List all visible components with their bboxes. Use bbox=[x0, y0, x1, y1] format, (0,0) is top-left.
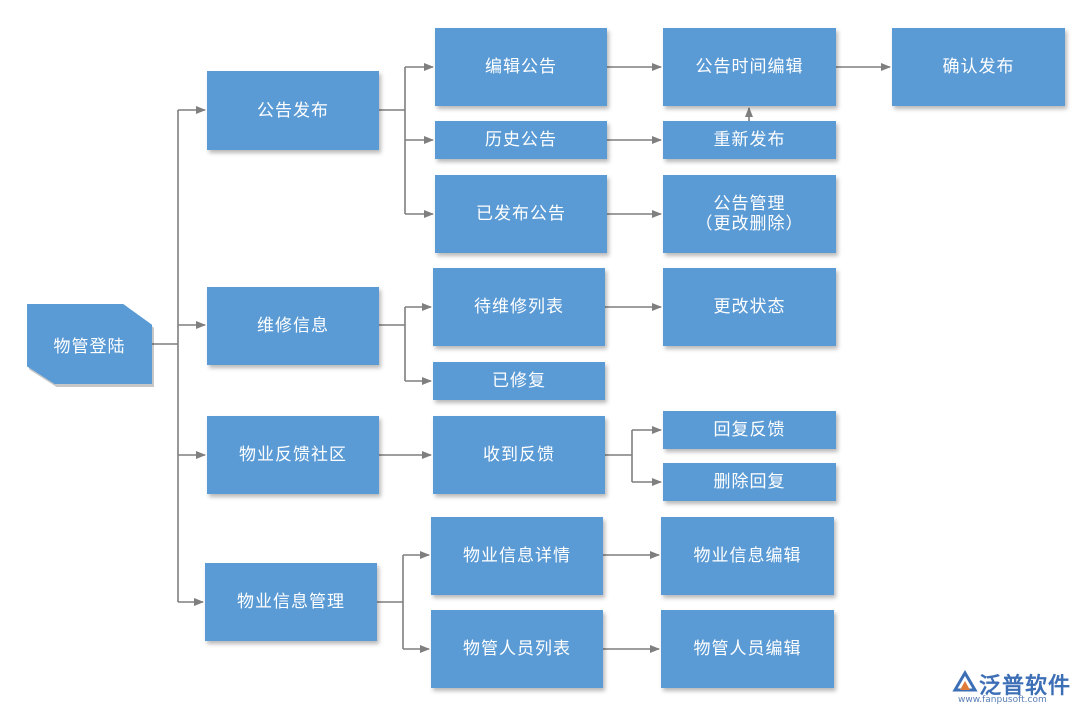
node-shanchu-huifu: 删除回复 bbox=[663, 463, 836, 501]
node-shijian-bianji: 公告时间编辑 bbox=[663, 28, 836, 106]
node-label: 物管人员编辑 bbox=[693, 639, 802, 659]
node-label: 物业信息详情 bbox=[463, 546, 571, 566]
logo-name: 泛普软件 bbox=[979, 674, 1072, 699]
node-label: 维修信息 bbox=[257, 316, 329, 336]
node-label-line1: 公告管理 bbox=[713, 194, 786, 214]
logo-url: www.fanpusoft.com bbox=[958, 695, 1047, 705]
node-huifu-fankui: 回复反馈 bbox=[663, 411, 836, 449]
node-label: 收到反馈 bbox=[483, 445, 555, 465]
node-label: 编辑公告 bbox=[485, 57, 557, 77]
node-renyuan-bianji: 物管人员编辑 bbox=[661, 610, 834, 688]
node-xinxi-bianji: 物业信息编辑 bbox=[661, 517, 834, 595]
node-xinxi-guanli: 物业信息管理 bbox=[205, 563, 377, 641]
root-node-label: 物管登陆 bbox=[53, 336, 126, 357]
node-queren-fabu: 确认发布 bbox=[892, 28, 1065, 106]
node-fankui-shequ: 物业反馈社区 bbox=[207, 416, 379, 494]
node-yixiufu: 已修复 bbox=[433, 362, 605, 400]
node-label: 物业反馈社区 bbox=[239, 445, 347, 465]
node-daiweixiu-liebiao: 待维修列表 bbox=[433, 268, 605, 346]
node-bianji-gonggao: 编辑公告 bbox=[435, 28, 607, 106]
node-gonggao-guanli: 公告管理 （更改删除） bbox=[663, 175, 836, 253]
node-label: 待维修列表 bbox=[474, 297, 564, 317]
node-label: 物业信息编辑 bbox=[693, 546, 802, 566]
root-node-login: 物管登陆 bbox=[27, 304, 152, 384]
node-yifabu-gonggao: 已发布公告 bbox=[435, 175, 607, 253]
node-label: 历史公告 bbox=[485, 130, 557, 150]
fanpusoft-logo: 泛普软件 www.fanpusoft.com bbox=[952, 666, 1077, 706]
node-gonggao-fabu: 公告发布 bbox=[207, 71, 379, 150]
node-label: 更改状态 bbox=[713, 297, 786, 317]
node-label: 回复反馈 bbox=[713, 420, 786, 440]
node-shoudao-fankui: 收到反馈 bbox=[433, 416, 605, 494]
node-label: 已发布公告 bbox=[476, 204, 566, 224]
fanpusoft-logo-icon bbox=[952, 670, 978, 692]
node-label: 重新发布 bbox=[713, 130, 786, 150]
node-label: 物业信息管理 bbox=[237, 592, 345, 612]
node-label: 公告发布 bbox=[257, 100, 329, 121]
node-chongxin-fabu: 重新发布 bbox=[663, 121, 836, 159]
node-label: 删除回复 bbox=[713, 472, 786, 492]
node-label: 确认发布 bbox=[942, 57, 1015, 77]
node-label-line2: （更改删除） bbox=[695, 214, 804, 234]
node-label: 已修复 bbox=[492, 371, 546, 391]
node-renyuan-liebiao: 物管人员列表 bbox=[431, 610, 603, 688]
node-lishi-gonggao: 历史公告 bbox=[435, 121, 607, 159]
node-weixiu-xinxi: 维修信息 bbox=[207, 287, 379, 365]
node-label: 公告时间编辑 bbox=[695, 57, 804, 77]
node-xinxi-xiangqing: 物业信息详情 bbox=[431, 517, 603, 595]
node-genggai-zhuangtai: 更改状态 bbox=[663, 268, 836, 346]
node-label: 物管人员列表 bbox=[463, 639, 571, 659]
